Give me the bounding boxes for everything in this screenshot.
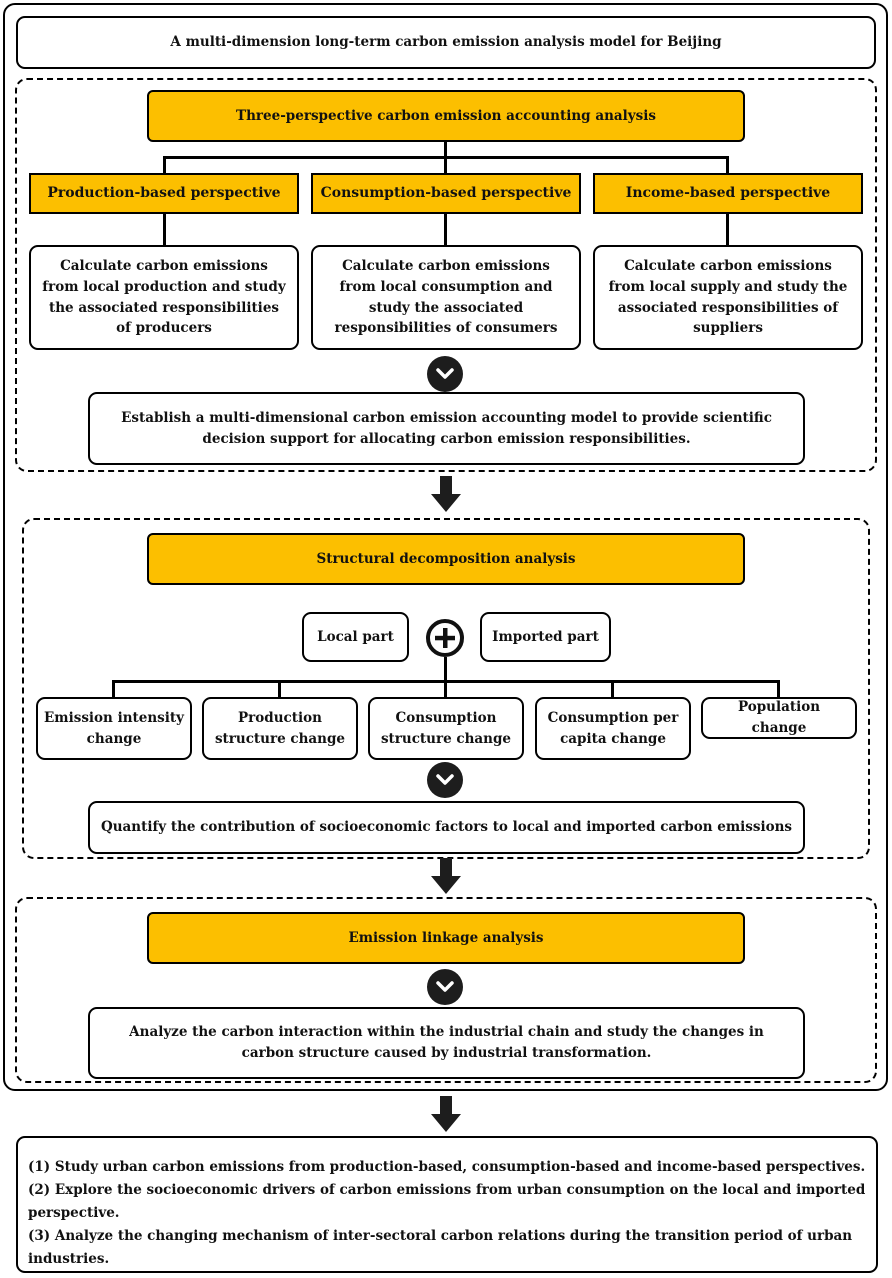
section-accounting: [15, 78, 877, 472]
factor-population: Population change: [701, 697, 857, 739]
connector: [726, 214, 729, 246]
chevron-down-icon: [427, 762, 463, 798]
chevron-down-icon: [427, 969, 463, 1005]
connector: [444, 142, 447, 159]
connector: [163, 156, 166, 174]
decomposition-header: Structural decomposition analysis: [147, 533, 745, 585]
consumption-perspective-label: Consumption-based perspective: [311, 173, 581, 214]
section-linkage: [15, 897, 877, 1083]
connector: [444, 214, 447, 246]
connector: [112, 680, 115, 698]
connector: [163, 214, 166, 246]
imported-part: Imported part: [480, 612, 611, 662]
chevron-down-icon: [427, 356, 463, 392]
local-part: Local part: [302, 612, 409, 662]
production-description: Calculate carbon emissions from local pr…: [29, 245, 299, 350]
income-description: Calculate carbon emissions from local su…: [593, 245, 863, 350]
accounting-header: Three-perspective carbon emission accoun…: [147, 90, 745, 142]
production-perspective-label: Production-based perspective: [29, 173, 299, 214]
connector: [278, 680, 281, 698]
linkage-result: Analyze the carbon interaction within th…: [88, 1007, 805, 1079]
factor-emission-intensity: Emission intensity change: [36, 697, 192, 760]
conclusion-item: (3) Analyze the changing mechanism of in…: [28, 1227, 853, 1267]
connector: [444, 680, 447, 698]
connector: [726, 156, 729, 174]
connector: [611, 680, 614, 698]
plus-circle-icon: [426, 619, 464, 657]
connector: [444, 657, 447, 683]
conclusions-box: (1) Study urban carbon emissions from pr…: [16, 1136, 878, 1273]
factor-consumption-per-capita: Consumption per capita change: [535, 697, 691, 760]
arrow-down-icon: [431, 1096, 461, 1132]
conclusion-item: (2) Explore the socioeconomic drivers of…: [28, 1181, 866, 1221]
factor-consumption-structure: Consumption structure change: [368, 697, 524, 760]
linkage-header: Emission linkage analysis: [147, 912, 745, 964]
arrow-down-icon: [431, 476, 461, 512]
conclusion-item: (1) Study urban carbon emissions from pr…: [28, 1159, 866, 1175]
income-perspective-label: Income-based perspective: [593, 173, 863, 214]
decomposition-result: Quantify the contribution of socioeconom…: [88, 801, 805, 854]
model-title: A multi-dimension long-term carbon emiss…: [16, 16, 876, 69]
consumption-description: Calculate carbon emissions from local co…: [311, 245, 581, 350]
accounting-result: Establish a multi-dimensional carbon emi…: [88, 392, 805, 465]
connector: [444, 156, 447, 174]
arrow-down-icon: [431, 858, 461, 894]
factor-production-structure: Production structure change: [202, 697, 358, 760]
outer-frame: [3, 3, 888, 1091]
connector: [777, 680, 780, 698]
